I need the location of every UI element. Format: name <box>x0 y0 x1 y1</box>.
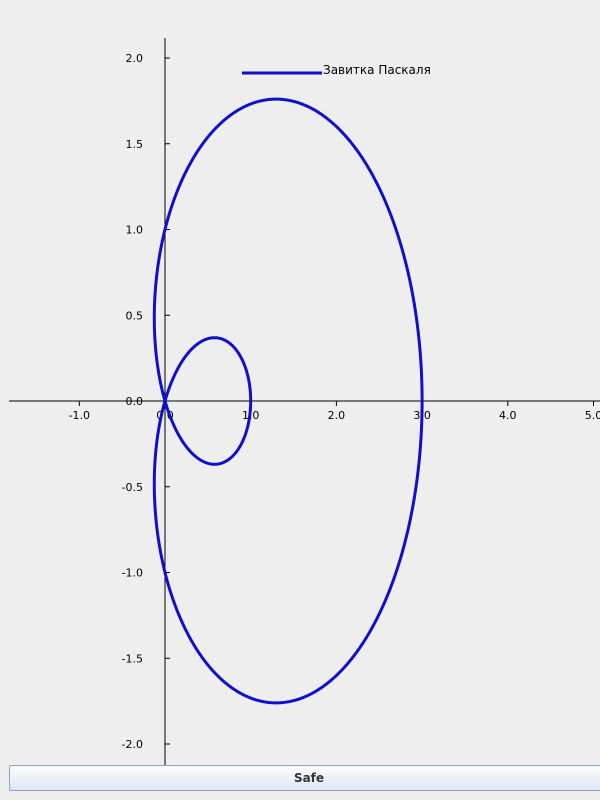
x-tick-label: 4.0 <box>499 409 517 422</box>
y-tick-label: -0.5 <box>122 481 143 494</box>
x-tick-label: 5.0 <box>585 409 600 422</box>
y-ticks: -2.0 -1.5 -1.0 -0.5 0.0 0.5 1.0 1.5 2.0 <box>122 52 170 751</box>
series-layer <box>152 97 424 705</box>
legend-label: Завитка Паскаля <box>323 63 431 77</box>
chart-legend: Завитка Паскаля <box>242 63 431 77</box>
chart-axes <box>9 38 600 765</box>
x-tick-label: -1.0 <box>69 409 90 422</box>
series-line-limacon <box>152 97 424 705</box>
y-tick-label: 0.0 <box>126 395 144 408</box>
y-tick-label: 0.5 <box>126 309 144 322</box>
safe-button[interactable]: Safe <box>9 765 600 791</box>
y-tick-label: 1.5 <box>126 138 144 151</box>
x-tick-label: 2.0 <box>328 409 346 422</box>
y-tick-label: -2.0 <box>122 738 143 751</box>
y-tick-label: 2.0 <box>126 52 144 65</box>
y-tick-label: 1.0 <box>126 224 144 237</box>
y-tick-label: -1.5 <box>122 652 143 665</box>
y-tick-label: -1.0 <box>122 567 143 580</box>
